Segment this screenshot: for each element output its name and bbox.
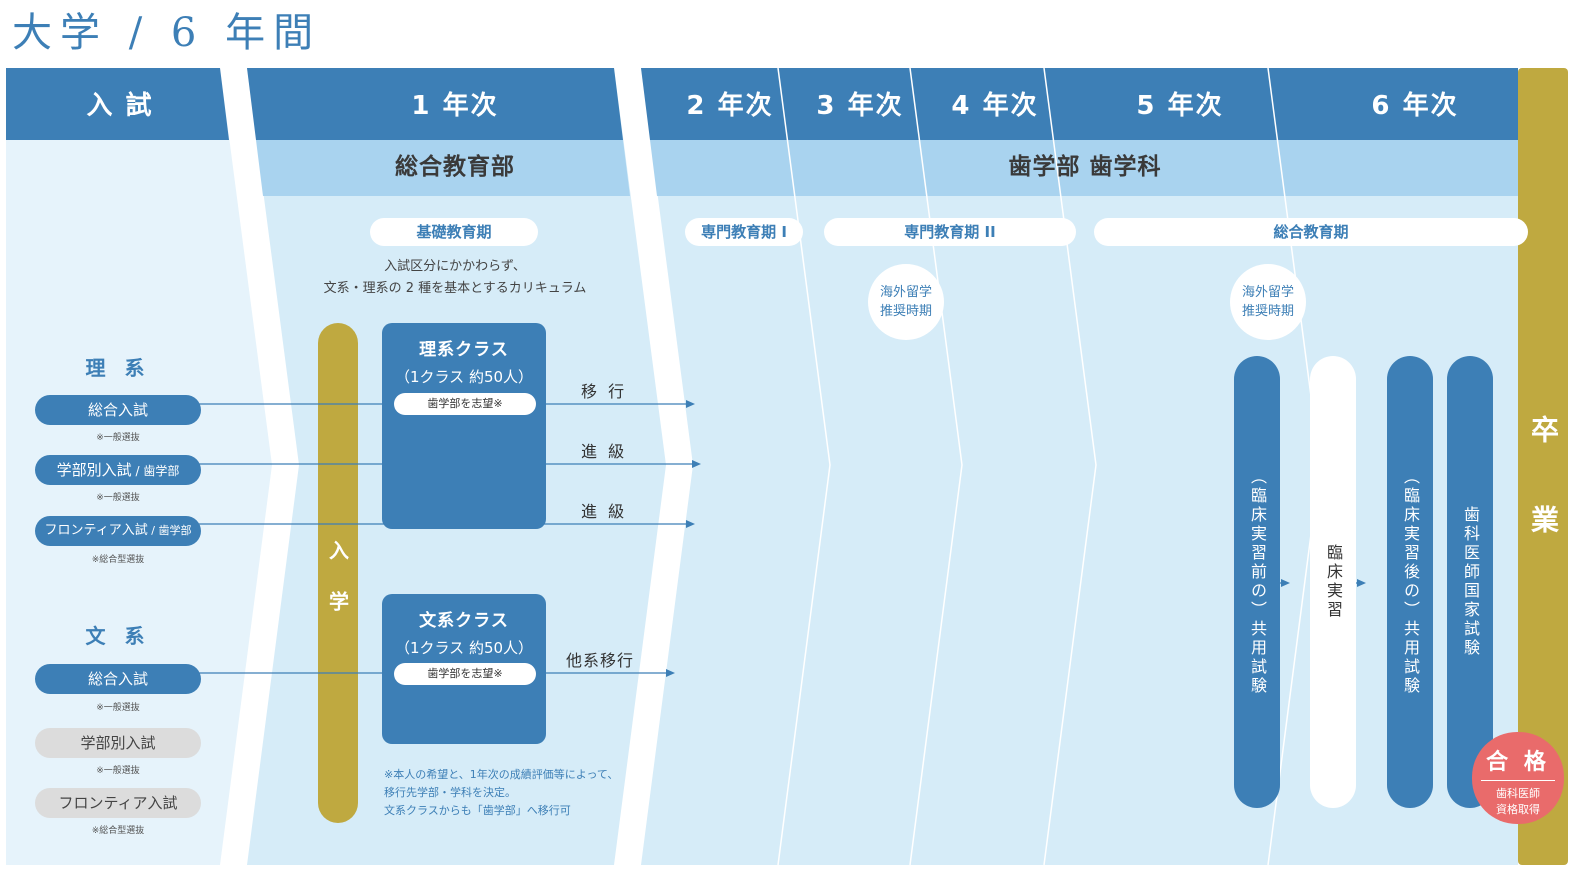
pass-divider — [1481, 780, 1555, 781]
exam-note: ※一般選抜 — [96, 493, 140, 503]
footnote-line-3: 文系クラスからも「歯学部」へ移行可 — [384, 804, 571, 817]
study-abroad-circle-5: 海外留学推奨時期 — [1230, 264, 1306, 340]
graduation-label: 卒 業 — [1527, 415, 1560, 559]
dept-general-education: 総合教育部 — [395, 154, 515, 180]
exam-note: ※一般選抜 — [96, 766, 140, 776]
exam-humanities-frontier: フロンティア入試 — [35, 788, 201, 818]
year2to6-dept-band — [650, 140, 1518, 196]
study-abroad-line-1: 海外留学 — [879, 285, 932, 300]
year1-dept-band — [256, 140, 630, 196]
exam-science-comprehensive: 総合入試 — [35, 395, 201, 425]
clinical-training-label: 臨床実習 — [1324, 544, 1343, 620]
page-title: 大学 / 6 年間 — [12, 10, 322, 56]
year-header-5: 5 年次 — [1136, 91, 1224, 121]
year-header-2: 2 年次 — [686, 91, 774, 121]
exam-note: ※総合型選抜 — [91, 555, 145, 565]
year-header-4: 4 年次 — [951, 91, 1039, 121]
science-wish-badge: 歯学部を志望※ — [394, 393, 536, 415]
exam-suffix: / 歯学部 — [147, 524, 192, 537]
exam-note: ※一般選抜 — [96, 703, 140, 713]
exam-label: 総合入試 — [87, 401, 148, 419]
period-specialized-2: 専門教育期 II — [824, 218, 1076, 246]
exam-science-faculty: 学部別入試 / 歯学部 — [35, 455, 201, 485]
footnote-line-2: 移行先学部・学科を決定。 — [384, 786, 516, 799]
exam-label: フロンティア入試 — [44, 523, 148, 538]
science-class-box: 理系クラス （1クラス 約50人） — [382, 323, 546, 529]
pass-label: 合 格 — [1486, 750, 1550, 775]
humanities-wish-badge: 歯学部を志望※ — [394, 663, 536, 685]
transition-other-track: 他系移行 — [566, 651, 635, 670]
year-header-entrance: 入 試 — [86, 91, 154, 121]
transition-advance-1: 進 級 — [581, 442, 628, 461]
post-clinical-exam-bar: （臨床実習後の）共用試験 — [1387, 356, 1433, 808]
exam-science-frontier: フロンティア入試 / 歯学部 — [35, 516, 201, 546]
study-abroad-line-1: 海外留学 — [1241, 285, 1294, 300]
transition-move: 移 行 — [581, 382, 628, 401]
enrollment-label: 入 学 — [325, 540, 350, 623]
pass-sub-line-1: 歯科医師 — [1496, 787, 1540, 800]
exam-humanities-comprehensive: 総合入試 — [35, 664, 201, 694]
basic-description-line-1: 入試区分にかかわらず、 — [384, 259, 526, 274]
year-header-6: 6 年次 — [1371, 91, 1459, 121]
national-exam-bar: 歯科医師国家試験 — [1447, 356, 1493, 808]
year2to6-header — [641, 68, 1518, 140]
year2to6-panel — [641, 68, 1518, 865]
pre-clinical-exam-label: （臨床実習前の）共用試験 — [1248, 468, 1267, 696]
entrance-header — [6, 68, 229, 140]
science-class-size: （1クラス 約50人） — [394, 368, 534, 386]
year1-header — [247, 68, 623, 140]
footnote: ※本人の希望と、1年次の成績評価等によって、 移行先学部・学科を決定。 文系クラ… — [384, 766, 618, 820]
dept-dentistry: 歯学部 歯学科 — [1008, 154, 1162, 180]
exam-label: 学部別入試 — [56, 461, 132, 479]
exam-suffix: / 歯学部 — [131, 464, 180, 478]
post-clinical-exam-label: （臨床実習後の）共用試験 — [1401, 468, 1420, 696]
exam-label: フロンティア入試 — [58, 794, 178, 812]
period-comprehensive: 総合教育期 — [1094, 218, 1528, 246]
period-basic: 基礎教育期 — [370, 218, 538, 246]
national-exam-label: 歯科医師国家試験 — [1461, 506, 1480, 658]
humanities-class-size: （1クラス 約50人） — [394, 639, 534, 657]
science-class-name: 理系クラス — [419, 340, 509, 360]
humanities-class-name: 文系クラス — [419, 611, 509, 631]
study-abroad-circle-3: 海外留学推奨時期 — [868, 264, 944, 340]
pass-sub-line-2: 資格取得 — [1496, 803, 1540, 816]
study-abroad-line-2: 推奨時期 — [879, 304, 932, 319]
exam-note: ※一般選抜 — [96, 433, 140, 443]
study-abroad-line-2: 推奨時期 — [1241, 304, 1294, 319]
exam-label: 学部別入試 — [80, 734, 156, 752]
year-header-3: 3 年次 — [816, 91, 904, 121]
transition-advance-2: 進 級 — [581, 502, 628, 521]
exam-humanities-faculty: 学部別入試 — [35, 728, 201, 758]
group-science: 理 系 — [85, 356, 151, 380]
pass-circle: 合 格 歯科医師 資格取得 — [1472, 732, 1564, 824]
basic-description-line-2: 文系・理系の 2 種を基本とするカリキュラム — [323, 281, 587, 296]
group-humanities: 文 系 — [85, 624, 151, 648]
exam-note: ※総合型選抜 — [91, 826, 145, 836]
basic-description: 入試区分にかかわらず、 文系・理系の 2 種を基本とするカリキュラム — [290, 256, 620, 300]
clinical-training-bar: 臨床実習 — [1310, 356, 1356, 808]
enrollment-bar — [318, 323, 358, 823]
year-header-1: 1 年次 — [411, 91, 499, 121]
footnote-line-1: ※本人の希望と、1年次の成績評価等によって、 — [384, 768, 619, 781]
graduation-band — [1518, 68, 1568, 865]
period-specialized-1: 専門教育期 I — [685, 218, 803, 246]
pre-clinical-exam-bar: （臨床実習前の）共用試験 — [1234, 356, 1280, 808]
exam-label: 総合入試 — [87, 670, 148, 688]
